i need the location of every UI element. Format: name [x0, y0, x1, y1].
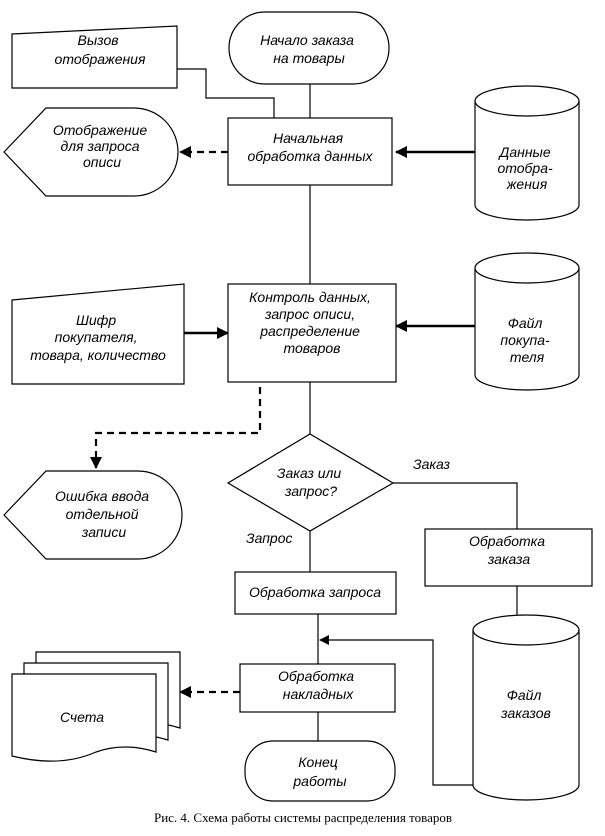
display-call-input	[11, 25, 178, 89]
decision-diamond	[226, 433, 395, 532]
arrow-orders-file-to-invoice	[319, 635, 473, 786]
order-processing-box	[424, 528, 593, 587]
branch-label-request: Запрос	[246, 530, 293, 546]
orders-file-label: Файл заказов	[500, 687, 551, 721]
display-call-label: Вызов отображения	[55, 32, 146, 67]
input-error-label: Ошибка ввода отдельной записи	[55, 488, 153, 540]
invoice-processing-label: Обработка накладных	[278, 668, 358, 702]
initial-processing-label: Начальная обработка данных	[247, 130, 373, 164]
display-request-shape	[3, 107, 179, 197]
end-terminator	[244, 740, 396, 802]
initial-processing-box	[227, 117, 393, 186]
control-process-label: Контроль данных, запрос описи, распредел…	[249, 289, 375, 356]
display-data-label: Данные отобра- жения	[497, 144, 556, 192]
invoice-processing-box	[239, 663, 396, 713]
end-label: Конец работы	[292, 754, 347, 789]
edge-call-to-initial	[177, 68, 275, 118]
cipher-input	[11, 283, 185, 385]
order-processing-label: Обработка заказа	[469, 533, 549, 567]
decision-label: Заказ или запрос?	[277, 465, 345, 499]
display-data-storage	[474, 85, 580, 221]
orders-file-storage-rim	[472, 629, 580, 646]
invoices-documents	[11, 651, 181, 762]
figure-caption: Рис. 4. Схема работы системы распределен…	[154, 810, 452, 825]
orders-file-storage	[472, 614, 580, 801]
start-terminator	[228, 11, 390, 85]
request-processing-box	[234, 571, 397, 615]
branch-label-order: Заказ	[413, 456, 450, 472]
invoices-label: Счета	[60, 709, 104, 725]
request-processing-label: Обработка запроса	[249, 584, 381, 600]
arrow-control-to-input-error	[90, 375, 262, 469]
display-request-label: Отображение для запроса описи	[53, 122, 151, 170]
display-data-storage-rim	[474, 100, 580, 117]
customer-file-label: Файл покупа- теля	[500, 315, 553, 365]
control-process-box	[227, 283, 397, 383]
input-error-shape	[3, 470, 183, 560]
customer-file-storage	[474, 252, 580, 391]
edge-decision-to-order	[393, 482, 518, 529]
start-label: Начало заказа на товары	[260, 32, 358, 66]
customer-file-storage-rim	[474, 267, 580, 284]
cipher-label: Шифр покупателя, товара, количество	[30, 312, 166, 363]
